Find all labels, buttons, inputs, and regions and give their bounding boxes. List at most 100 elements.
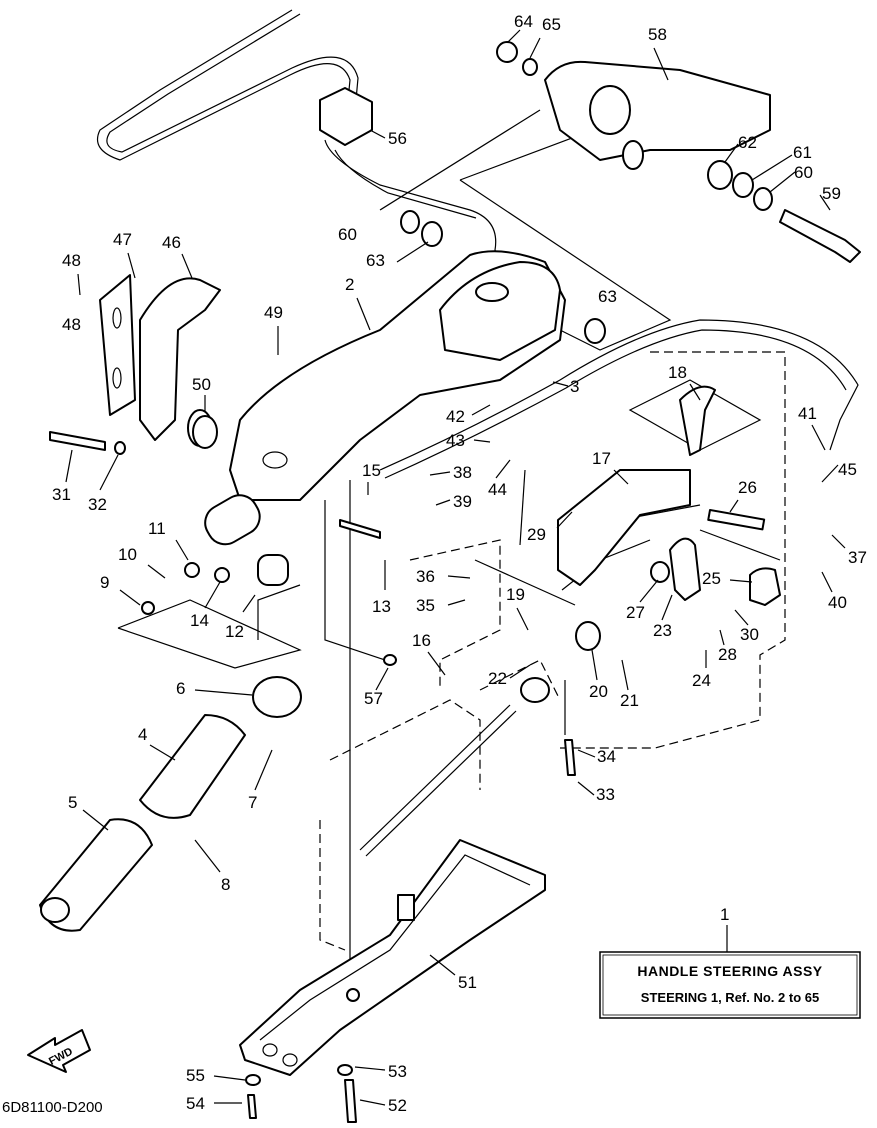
- callout-43: 43: [446, 431, 465, 450]
- leader-line-20: [591, 649, 598, 681]
- leader-line-44: [495, 459, 511, 479]
- leader-line-16: [427, 651, 446, 676]
- lower-cover-51: [239, 839, 546, 1076]
- leader-line-48: [77, 273, 81, 296]
- leader-line-6: [194, 689, 253, 696]
- leader-line-62: [724, 143, 739, 163]
- callout-24: 24: [692, 671, 711, 690]
- callout-4: 4: [138, 725, 147, 744]
- callout-7: 7: [248, 793, 257, 812]
- callout-41: 41: [798, 404, 817, 423]
- leader-line-23: [661, 594, 673, 621]
- callout-39: 39: [453, 492, 472, 511]
- leader-line-45: [821, 464, 839, 483]
- callout-45: 45: [838, 460, 857, 479]
- cable-holder-56: [319, 87, 373, 146]
- assembly-title-box: 1 HANDLE STEERING ASSY STEERING 1, Ref. …: [599, 905, 861, 1019]
- callout-18: 18: [668, 363, 687, 382]
- callout-23: 23: [653, 621, 672, 640]
- leader-line-37: [831, 534, 846, 549]
- diagram-code: 6D81100-D200: [2, 1099, 103, 1116]
- leader-line-25: [729, 579, 753, 583]
- leader-line-22: [509, 664, 531, 679]
- throttle-grip-assembly: [39, 494, 302, 932]
- leader-line-18: [689, 383, 701, 401]
- callout-44: 44: [488, 480, 507, 499]
- leader-line-10: [147, 564, 166, 579]
- fwd-arrow-icon: FWD: [27, 1029, 91, 1073]
- callout-12: 12: [225, 622, 244, 641]
- leader-line-7: [254, 749, 273, 791]
- leader-line-35: [447, 599, 466, 606]
- leader-line-60: [769, 171, 796, 193]
- leader-line-53: [354, 1066, 386, 1071]
- callout-47: 47: [113, 230, 132, 249]
- leader-line-55: [213, 1075, 246, 1081]
- leader-line-9: [119, 589, 141, 606]
- leader-line-26: [729, 499, 739, 513]
- callout-16: 16: [412, 631, 431, 650]
- callout-61: 61: [793, 143, 812, 162]
- callout-15: 15: [362, 461, 381, 480]
- callout-63: 63: [598, 287, 617, 306]
- leader-line-61: [751, 154, 793, 181]
- callout-9: 9: [100, 573, 109, 592]
- leader-line-46: [181, 253, 193, 279]
- callout-20: 20: [589, 682, 608, 701]
- callout-34: 34: [597, 747, 616, 766]
- leader-line-36: [447, 575, 471, 579]
- leader-line-34: [577, 749, 596, 758]
- callout-5: 5: [68, 793, 77, 812]
- callout-38: 38: [453, 463, 472, 482]
- callout-14: 14: [190, 611, 209, 630]
- upper-bracket-58: [544, 60, 771, 170]
- callout-31: 31: [52, 485, 71, 504]
- leader-line-39: [435, 499, 451, 506]
- leader-line-47: [127, 252, 136, 279]
- callout-22: 22: [488, 669, 507, 688]
- assembly-outlines: [319, 351, 786, 951]
- callout-10: 10: [118, 545, 137, 564]
- callout-48: 48: [62, 315, 81, 334]
- leader-line-58: [653, 47, 669, 81]
- callout-36: 36: [416, 567, 435, 586]
- callout-52: 52: [388, 1096, 407, 1115]
- callout-42: 42: [446, 407, 465, 426]
- leader-line-11: [175, 539, 189, 561]
- leader-line-8: [194, 839, 221, 873]
- throttle-mechanism: [520, 385, 781, 703]
- callout-55: 55: [186, 1066, 205, 1085]
- control-cables: [96, 9, 859, 857]
- leader-line-38: [429, 471, 451, 476]
- leader-line-29: [556, 511, 573, 529]
- callout-1: 1: [720, 905, 729, 924]
- leader-line-57: [375, 667, 389, 691]
- callout-46: 46: [162, 233, 181, 252]
- leader-line-40: [821, 571, 833, 593]
- callout-40: 40: [828, 593, 847, 612]
- assembly-subtitle: STEERING 1, Ref. No. 2 to 65: [641, 990, 819, 1005]
- leader-line-51: [429, 954, 456, 976]
- callout-65: 65: [542, 15, 561, 34]
- callout-29: 29: [527, 525, 546, 544]
- leader-line-52: [359, 1099, 386, 1106]
- callout-13: 13: [372, 597, 391, 616]
- callout-32: 32: [88, 495, 107, 514]
- callout-58: 58: [648, 25, 667, 44]
- callout-35: 35: [416, 596, 435, 615]
- callout-54: 54: [186, 1094, 205, 1113]
- leader-line-3: [552, 381, 569, 387]
- leader-line-5: [82, 809, 109, 831]
- leader-line-65: [507, 29, 521, 43]
- leader-line-4: [149, 744, 176, 761]
- callout-6: 6: [176, 679, 185, 698]
- callout-21: 21: [620, 691, 639, 710]
- callout-30: 30: [740, 625, 759, 644]
- bolt-and-washers: [400, 41, 861, 344]
- callout-62: 62: [738, 133, 757, 152]
- leader-line-14: [204, 581, 221, 609]
- leader-line-28: [719, 629, 725, 646]
- leader-line-32: [99, 454, 119, 491]
- callout-19: 19: [506, 585, 525, 604]
